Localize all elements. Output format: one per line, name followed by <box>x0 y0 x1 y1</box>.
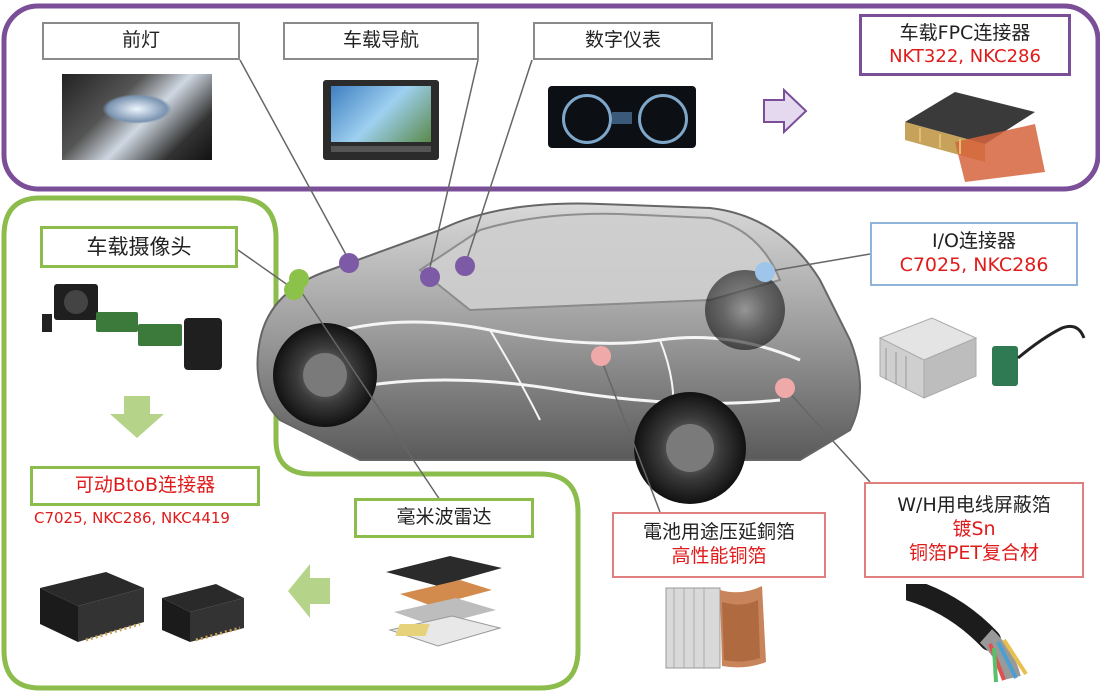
camera-image <box>42 284 222 370</box>
line-camera <box>237 249 293 289</box>
headlight-image <box>62 74 212 160</box>
dot-radar <box>284 280 304 300</box>
btob-connector-image <box>40 572 244 642</box>
shield-cable-image <box>906 584 1028 683</box>
green-down-arrow-icon <box>110 396 164 438</box>
purple-frame <box>1 3 1100 192</box>
navigation-buttons <box>331 146 431 152</box>
line-navigation <box>427 59 479 277</box>
dot-navigation <box>420 267 440 287</box>
line-headlight <box>239 59 351 263</box>
line-radar <box>299 289 441 501</box>
io-label: I/O连接器 C7025, NKC286 <box>870 222 1078 286</box>
front-hub <box>303 353 347 397</box>
navigation-label: 车载导航 <box>283 22 479 60</box>
navigation-text: 车载导航 <box>342 29 419 52</box>
line-battery <box>599 355 661 513</box>
gauge-right <box>638 94 688 144</box>
radar-text: 毫米波雷达 <box>396 506 492 529</box>
dashboard-label: 数字仪表 <box>533 22 713 60</box>
headlight-label: 前灯 <box>42 22 240 60</box>
navigation-screen <box>331 86 431 142</box>
gauge-center <box>612 112 632 124</box>
line-dashboard <box>464 59 533 266</box>
line-io <box>764 253 871 273</box>
battery-subtitle: 高性能铜箔 <box>671 545 767 567</box>
btob-parts: C7025, NKC286, NKC4419 <box>34 509 230 527</box>
copper-foil-image <box>665 586 766 669</box>
harness-line <box>489 329 541 421</box>
wh-title: W/H用电线屏蔽箔 <box>897 494 1051 517</box>
green-frame <box>1 195 581 691</box>
headlight-glow <box>102 94 172 124</box>
wh-label: W/H用电线屏蔽箔 镀Sn 铜箔PET复合材 <box>864 482 1084 578</box>
wh-line2: 镀Sn <box>952 518 996 541</box>
dot-headlight <box>339 253 359 273</box>
dashboard-image <box>548 86 696 148</box>
line-wh <box>784 387 871 483</box>
car-illustration <box>256 202 861 504</box>
dot-battery <box>591 346 611 366</box>
fpc-label: 车载FPC连接器 NKT322, NKC286 <box>859 14 1071 76</box>
fpc-title: 车载FPC连接器 <box>899 21 1031 44</box>
radar-image <box>386 556 502 647</box>
spare-wheel <box>705 270 785 350</box>
io-connector-image <box>878 317 1086 399</box>
wh-line3: 铜箔PET复合材 <box>908 541 1040 564</box>
dot-dashboard <box>455 256 475 276</box>
navigation-image <box>323 80 439 160</box>
fpc-parts: NKT322, NKC286 <box>889 45 1041 67</box>
radar-label: 毫米波雷达 <box>354 498 534 538</box>
green-left-arrow-icon <box>288 564 330 618</box>
camera-text: 车载摄像头 <box>86 234 192 259</box>
camera-label: 车载摄像头 <box>40 226 238 268</box>
purple-arrow-icon <box>763 88 808 134</box>
battery-title: 電池用途压延銅箔 <box>642 521 795 544</box>
car-windows <box>418 212 782 312</box>
rear-hub <box>666 424 714 472</box>
gauge-left <box>562 94 612 144</box>
dot-io <box>755 262 775 282</box>
btob-label: 可动BtoB连接器 <box>30 466 260 506</box>
io-parts: C7025, NKC286 <box>899 254 1049 276</box>
battery-label: 電池用途压延銅箔 高性能铜箔 <box>612 512 826 578</box>
dot-wh <box>775 378 795 398</box>
headlight-text: 前灯 <box>121 29 160 52</box>
fpc-connector-image <box>905 92 1045 182</box>
btob-title: 可动BtoB连接器 <box>74 474 216 497</box>
dashboard-text: 数字仪表 <box>584 29 661 52</box>
io-title: I/O连接器 <box>932 230 1016 253</box>
